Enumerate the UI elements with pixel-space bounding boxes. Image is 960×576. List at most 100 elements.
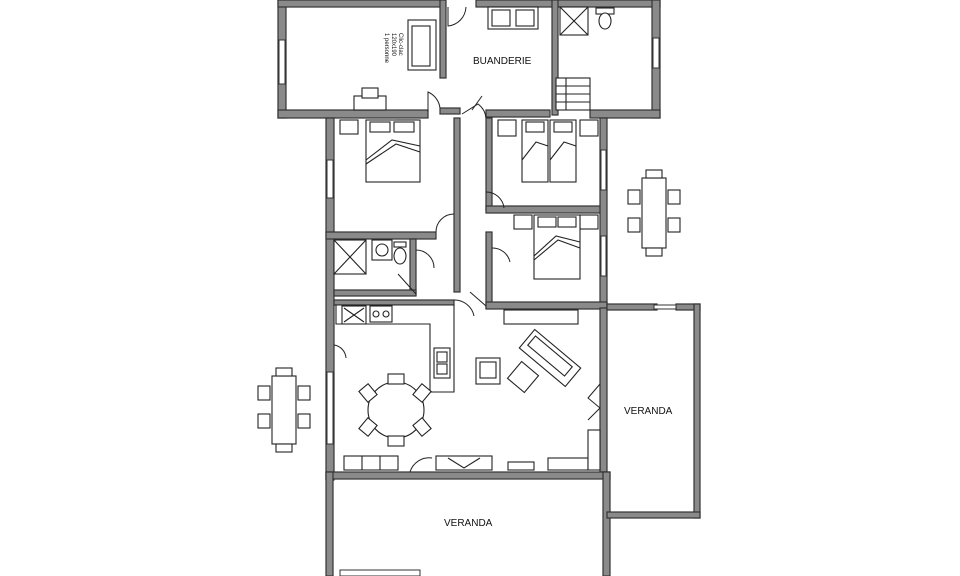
outdoor-chair [257, 413, 271, 429]
room-bathroom [333, 239, 407, 275]
duvet-fold [365, 139, 421, 165]
wall [409, 238, 417, 296]
sink-bowl [436, 351, 448, 363]
pillow [525, 121, 545, 133]
wall [485, 301, 608, 310]
stove-burners [343, 307, 365, 323]
outdoor-table [271, 375, 297, 445]
outdoor-chair [645, 169, 663, 179]
outdoor-table [641, 177, 667, 249]
room-label-veranda-bottom: VERANDA [444, 518, 493, 529]
door-arc [587, 383, 601, 421]
washing-machine [491, 9, 511, 27]
nightstand [497, 119, 517, 137]
wall [589, 109, 661, 119]
room-office: Clic-clac 120x190 1 personne [353, 19, 437, 111]
pillow [369, 121, 391, 133]
shower-cross [333, 239, 367, 275]
outdoor-chair [297, 385, 311, 401]
wall [551, 0, 559, 116]
chair [387, 435, 405, 447]
cabinet [587, 429, 601, 471]
stairs-steps [556, 78, 590, 110]
door-arc [397, 273, 417, 295]
armchair-seat [479, 361, 497, 379]
wall [599, 307, 608, 473]
nightstand [579, 214, 599, 230]
outdoor-chair [627, 189, 641, 205]
burner [382, 310, 390, 318]
outdoor-table-left [257, 367, 311, 453]
wall [325, 471, 334, 576]
wall [333, 289, 417, 297]
outdoor-chair [627, 217, 641, 233]
duvet-fold [533, 235, 581, 261]
pillow [557, 216, 577, 228]
room-bedroom-left [339, 119, 421, 183]
walls [277, 0, 701, 576]
wall [277, 0, 445, 8]
wall [693, 303, 701, 519]
outdoor-chair [667, 189, 681, 205]
desk-chair [361, 87, 379, 99]
fireplace-hearth [447, 457, 481, 469]
bed-note-line2: 120x190 [390, 33, 396, 57]
outdoor-chair [667, 217, 681, 233]
wall [325, 231, 437, 240]
toilet-bowl [393, 247, 407, 265]
sink-bowl [436, 363, 448, 375]
wall [325, 471, 611, 480]
wall [485, 117, 493, 211]
low-cabinet [547, 457, 589, 471]
wall [453, 117, 461, 293]
chair [412, 417, 432, 437]
dining-table [367, 381, 425, 439]
room-label-veranda-side: VERANDA [624, 406, 673, 417]
door-arc [453, 299, 475, 317]
pillow [537, 216, 557, 228]
wall [485, 109, 551, 118]
wall [599, 117, 608, 309]
door-arc [469, 291, 487, 307]
room-bath-top [555, 6, 615, 111]
room-bedroom-right [513, 214, 599, 280]
outdoor-table-right [627, 169, 681, 257]
chair [387, 373, 405, 385]
wall [606, 303, 658, 311]
doors [333, 6, 601, 473]
door-arc [427, 91, 441, 112]
wall [439, 107, 461, 115]
room-bedroom-twin [497, 119, 599, 183]
sink-basin [375, 243, 389, 257]
outdoor-chair [297, 413, 311, 429]
sideboard [343, 455, 399, 471]
dryer [515, 9, 535, 27]
wall [602, 471, 611, 576]
nightstand [339, 119, 359, 135]
shower-cross [559, 6, 589, 36]
door-arc [471, 95, 483, 111]
windows [278, 37, 677, 576]
toilet-bowl [598, 12, 612, 30]
pillow [553, 121, 573, 133]
chair [358, 383, 378, 403]
door-arc [485, 191, 505, 209]
door-arc [415, 249, 435, 269]
nightstand [513, 214, 533, 230]
chair [358, 417, 378, 437]
door-arc [409, 457, 433, 473]
wall [606, 511, 701, 519]
bed-note-line3: 1 personne [383, 33, 389, 64]
toilet-tank [393, 241, 407, 248]
sofa-bed-seat [411, 25, 431, 67]
room-label-buanderie: BUANDERIE [473, 56, 532, 67]
room-living [335, 304, 601, 471]
wall [475, 0, 661, 8]
burner [372, 310, 380, 318]
coffee-table [506, 360, 540, 394]
chair [412, 383, 432, 403]
outdoor-chair [275, 367, 293, 377]
door-arc [447, 6, 467, 27]
door-arc [491, 247, 511, 263]
